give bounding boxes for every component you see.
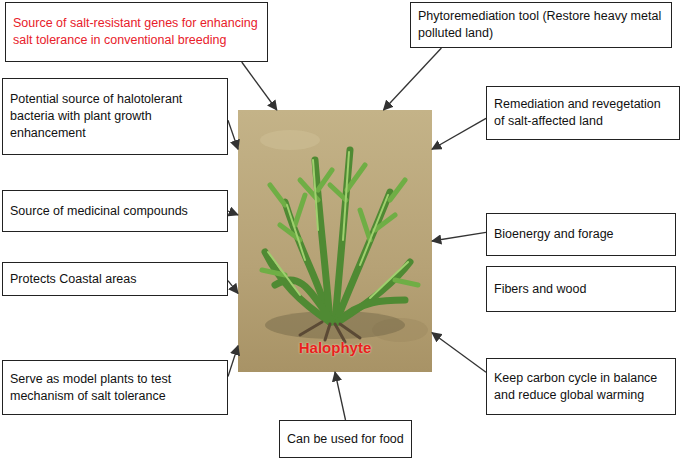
box-text: Bioenergy and forage (494, 226, 614, 243)
box-text: Can be used for food (287, 431, 404, 448)
box-text: Remediation and revegetation of salt-aff… (494, 96, 672, 130)
box-text: Protects Coastal areas (10, 271, 136, 288)
use-box: Potential source of halotolerant bacteri… (2, 78, 228, 155)
halophyte-image: Halophyte (238, 110, 432, 372)
use-box: Fibers and wood (486, 266, 676, 312)
arrow-connector (228, 211, 238, 215)
arrow-connector (242, 62, 277, 110)
box-text: Keep carbon cycle in balance and reduce … (494, 370, 668, 404)
use-box: Bioenergy and forage (486, 213, 676, 256)
arrow-connector (228, 281, 238, 294)
use-box: Source of medicinal compounds (2, 190, 228, 232)
arrow-connector (384, 48, 442, 110)
image-label: Halophyte (238, 339, 432, 356)
arrow-connector (432, 118, 486, 149)
use-box: Can be used for food (279, 420, 412, 458)
box-text: Phytoremediation tool (Restore heavy met… (418, 8, 664, 42)
arrow-connector (432, 232, 486, 241)
box-text: Fibers and wood (494, 281, 586, 298)
arrow-connector (228, 346, 238, 377)
arrow-connector (432, 333, 486, 373)
use-box: Phytoremediation tool (Restore heavy met… (410, 2, 672, 48)
box-text: Potential source of halotolerant bacteri… (10, 91, 220, 142)
use-box: Source of salt-resistant genes for enhan… (5, 2, 268, 62)
use-box: Remediation and revegetation of salt-aff… (486, 86, 680, 140)
box-text: Source of salt-resistant genes for enhan… (13, 15, 260, 49)
use-box: Serve as model plants to test mechanism … (2, 360, 228, 415)
arrow-connector (335, 372, 346, 420)
box-text: Serve as model plants to test mechanism … (10, 371, 220, 405)
use-box: Keep carbon cycle in balance and reduce … (486, 358, 676, 415)
arrow-connector (228, 120, 238, 149)
box-text: Source of medicinal compounds (10, 203, 188, 220)
use-box: Protects Coastal areas (2, 262, 228, 296)
